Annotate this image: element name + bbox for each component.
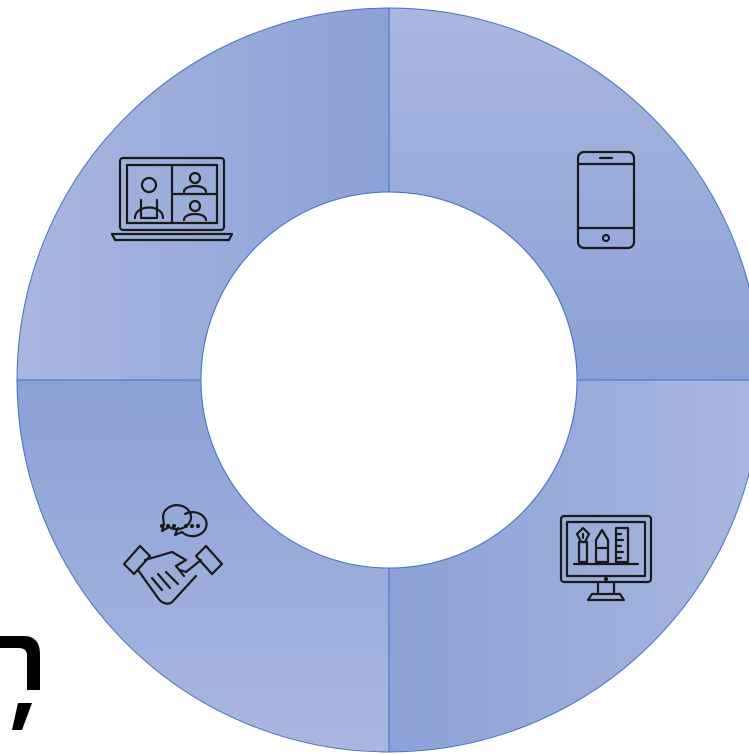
handshake-chat-icon (122, 504, 224, 605)
design-monitor-icon (559, 514, 653, 602)
smartphone-icon (576, 150, 636, 250)
video-call-laptop-icon (110, 156, 234, 242)
ring-center (200, 191, 578, 569)
partial-glyph (0, 636, 40, 730)
